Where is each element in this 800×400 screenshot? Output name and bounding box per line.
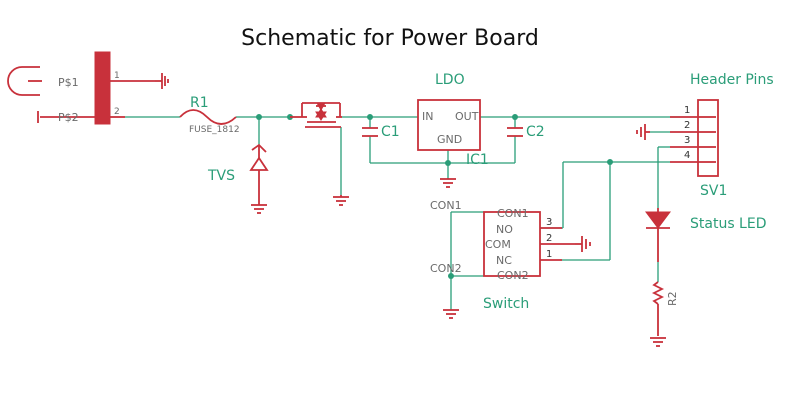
fuse-r1: R1 FUSE_1812 xyxy=(179,95,240,135)
connector-pin2-name: P$2 xyxy=(58,111,79,124)
junction-c2 xyxy=(512,114,518,120)
header-pin-2: 2 xyxy=(684,120,690,131)
switch-com: COM xyxy=(485,238,511,251)
ic1-pin-in: IN xyxy=(422,110,433,123)
junction-switch-con xyxy=(448,273,454,279)
junction-switch-nc xyxy=(607,159,613,165)
schematic-title: Schematic for Power Board xyxy=(241,26,539,51)
ground-symbol-ldo xyxy=(440,178,456,188)
resistor-r2: R2 xyxy=(651,281,679,336)
input-connector: P$1 P$2 1 2 xyxy=(7,51,155,125)
switch-nc: NC xyxy=(496,254,512,267)
fuse-ref: R1 xyxy=(190,95,209,111)
ground-symbol-switch-com xyxy=(575,236,591,252)
status-led-label: Status LED xyxy=(690,216,767,232)
junction-gnd xyxy=(445,160,451,166)
connector-pin1-number: 1 xyxy=(114,71,120,81)
tvs-label: TVS xyxy=(207,168,235,184)
ground-symbol-r2 xyxy=(650,337,666,347)
switch-con2-left: CON2 xyxy=(430,262,462,275)
ground-symbol-connector xyxy=(155,73,169,89)
connector-pin2-number: 2 xyxy=(114,107,120,117)
switch-con1-right: CON1 xyxy=(497,207,529,220)
ldo-ic1: IN OUT GND LDO IC1 xyxy=(417,72,489,168)
c1-ref: C1 xyxy=(381,124,400,140)
ic1-pin-out: OUT xyxy=(455,110,479,123)
header-pin-4: 4 xyxy=(684,150,690,161)
header-ref: SV1 xyxy=(700,183,727,199)
mosfet-protection xyxy=(290,102,342,128)
switch-pin-1: 1 xyxy=(546,249,552,260)
header-pins-label: Header Pins xyxy=(690,72,774,88)
header-pin-1: 1 xyxy=(684,105,690,116)
switch-no: NO xyxy=(496,223,513,236)
led-wiring xyxy=(657,146,670,282)
switch-part: CON1 CON2 CON1 CON2 NO COM NC 3 2 1 Swit… xyxy=(430,199,575,312)
r2-ref: R2 xyxy=(666,291,679,306)
capacitor-c1: C1 xyxy=(362,124,400,140)
ic1-pin-gnd: GND xyxy=(437,133,462,146)
tvs-diode: TVS xyxy=(207,143,269,197)
header-pin-3: 3 xyxy=(684,135,690,146)
ground-symbol-tvs xyxy=(251,197,267,214)
ground-symbol-mosfet xyxy=(333,195,349,206)
switch-label: Switch xyxy=(483,296,529,312)
switch-pin-3: 3 xyxy=(546,217,552,228)
switch-pin-2: 2 xyxy=(546,233,552,244)
switch-wiring xyxy=(450,161,670,310)
switch-con1-left: CON1 xyxy=(430,199,462,212)
junction-c1 xyxy=(367,114,373,120)
ldo-label: LDO xyxy=(435,72,465,88)
header-sv1: Header Pins 1 2 3 4 SV1 xyxy=(670,72,774,199)
connector-pin1-name: P$1 xyxy=(58,76,79,89)
switch-con2-right: CON2 xyxy=(497,269,529,282)
status-led: Status LED xyxy=(645,208,767,262)
junction-tvs xyxy=(256,114,262,120)
ic1-ref: IC1 xyxy=(466,152,489,168)
c2-ref: C2 xyxy=(526,124,545,140)
capacitor-c2: C2 xyxy=(507,124,545,140)
ground-symbol-switch xyxy=(443,309,459,319)
fuse-value: FUSE_1812 xyxy=(189,125,240,135)
ground-symbol-header xyxy=(636,124,670,140)
